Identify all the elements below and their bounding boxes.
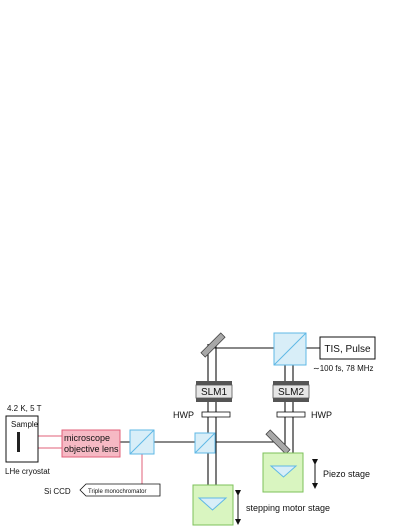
cryostat: 4.2 K, 5 T Sample LHe cryostat [5, 404, 51, 476]
hwp2-label: HWP [311, 410, 332, 420]
slm1: SLM1 [195, 381, 233, 402]
objective-label-line2: objective lens [64, 444, 119, 454]
slm2: SLM2 [272, 381, 310, 402]
stepping-motor-stage: stepping motor stage [192, 484, 330, 526]
beam-splitter-left [129, 429, 155, 455]
beam-splitter-middle [194, 432, 216, 454]
stepping-motor-stage-label: stepping motor stage [246, 503, 330, 513]
piezo-stage: Piezo stage [262, 452, 370, 493]
cryostat-box [5, 415, 39, 463]
monochromator-label: Triple monochromator [88, 489, 146, 495]
microscope-objective: microscope objective lens [61, 429, 121, 458]
hwp2: HWP [276, 410, 332, 420]
mirror-top [200, 332, 226, 358]
cryostat-label: LHe cryostat [5, 467, 51, 476]
slm1-label: SLM1 [201, 387, 228, 398]
objective-label-line1: microscope [64, 433, 110, 443]
cryostat-conditions: 4.2 K, 5 T [7, 404, 42, 413]
laser-source: TIS, Pulse ∼100 fs, 78 MHz [313, 336, 376, 373]
laser-source-spec: ∼100 fs, 78 MHz [313, 364, 374, 373]
piezo-stage-label: Piezo stage [323, 469, 370, 479]
slm2-label: SLM2 [278, 387, 305, 398]
hwp1: HWP [173, 410, 231, 420]
laser-source-box [319, 336, 376, 360]
sample [17, 432, 20, 452]
mirror-right [265, 429, 291, 455]
detector: Si CCD Triple monochromator [44, 483, 161, 497]
hwp1-label: HWP [173, 410, 194, 420]
laser-source-label: TIS, Pulse [324, 344, 371, 355]
sample-label: Sample [11, 420, 39, 429]
beam-splitter-top [273, 332, 307, 366]
monochromator-box [79, 483, 161, 497]
si-ccd-label: Si CCD [44, 487, 71, 496]
